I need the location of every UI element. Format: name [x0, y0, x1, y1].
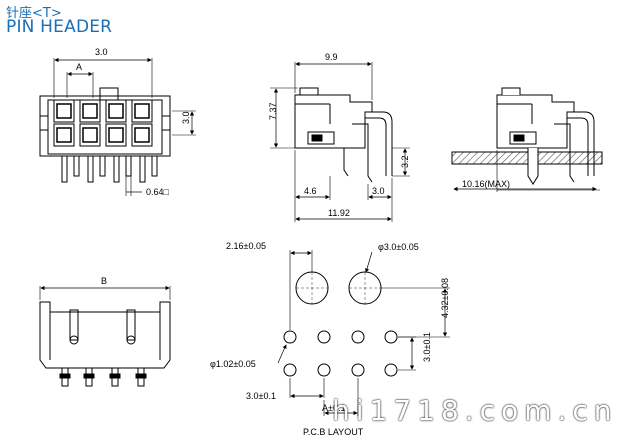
- front-dim-pin: 0.64□: [146, 187, 170, 197]
- front-dim-row: 3.0: [181, 111, 191, 124]
- layout-caption: P.C.B LAYOUT: [303, 427, 364, 437]
- layout-dim-pitch-x: 3.0±0.1: [246, 391, 276, 401]
- bottom-view: [39, 285, 171, 387]
- side-dim-4-6: 4.6: [304, 186, 317, 196]
- pcb-layout: [277, 250, 450, 416]
- side-dim-height: 7.37: [268, 102, 278, 120]
- side-dim-total: 11.92: [328, 208, 350, 218]
- layout-dim-peg-dia: φ3.0±0.05: [378, 242, 419, 252]
- side-dim-top: 9.9: [325, 52, 338, 62]
- front-pins: [61, 155, 158, 183]
- layout-dim-a: A±0.1: [322, 403, 345, 413]
- side-dim-3-2: 3.2: [400, 155, 410, 168]
- pin-holes: [283, 330, 398, 377]
- front-dim-pitch-label: A: [76, 62, 82, 72]
- bottom-dim-b: B: [101, 276, 107, 286]
- front-dim-width: 3.0: [95, 47, 108, 57]
- watermark: hi1718.com.cn: [332, 394, 618, 427]
- layout-dim-peg-offset: 2.16±0.05: [226, 241, 266, 251]
- front-view: [39, 57, 196, 196]
- layout-dim-pin-dia: φ1.02±0.05: [210, 359, 256, 369]
- layout-dim-pitch-y: 3.0±0.1: [422, 332, 432, 362]
- pcb-side-dim-max: 10.16(MAX): [462, 179, 510, 189]
- title-english: PIN HEADER: [6, 17, 113, 37]
- layout-dim-peg-y: 4.32±0.08: [440, 278, 450, 318]
- cavity-grid: [53, 99, 153, 147]
- title-chinese: 针座<T>: [6, 6, 62, 21]
- pcb-side-view: [451, 87, 603, 192]
- side-view: [270, 61, 410, 222]
- side-dim-3-0: 3.0: [372, 186, 385, 196]
- bottom-pins: [59, 367, 147, 387]
